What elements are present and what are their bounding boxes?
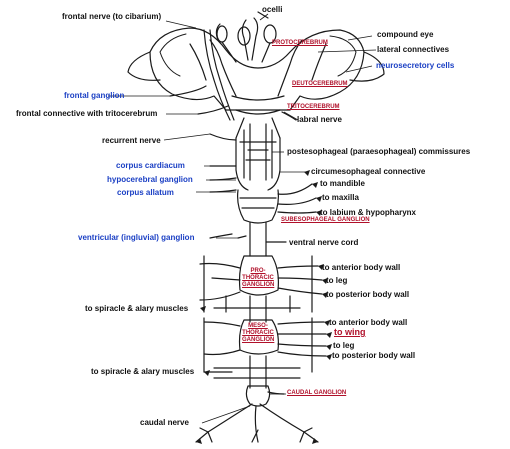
label-mesothoracic-ganglion: MESO- THORACIC GANGLION (242, 323, 274, 344)
label-to-posterior-body-wall-1: to posterior body wall (326, 290, 409, 300)
label-to-leg-2: to leg (333, 341, 354, 351)
ocelli-drawing (216, 12, 276, 62)
label-neurosecretory-cells: neurosecretory cells (376, 61, 454, 71)
label-caudal-nerve: caudal nerve (140, 418, 189, 428)
abdominal-cord-drawing (204, 356, 300, 388)
label-deutocerebrum: DEUTOCEREBRUM (292, 81, 348, 88)
label-to-mandible: to mandible (320, 179, 365, 189)
label-frontal-connective: frontal connective with tritocerebrum (16, 109, 157, 119)
label-frontal-ganglion: frontal ganglion (64, 91, 124, 101)
label-prothoracic-ganglion: PRO- THORACIC GANGLION (242, 268, 274, 289)
label-corpus-allatum: corpus allatum (117, 188, 174, 198)
label-to-maxilla: to maxilla (322, 193, 359, 203)
label-recurrent-nerve: recurrent nerve (102, 136, 161, 146)
label-tritocerebrum: TRITOCEREBRUM (287, 104, 340, 111)
ventral-nerve-cord-drawing (238, 222, 286, 256)
label-hypocerebral-ganglion: hypocerebral ganglion (107, 175, 193, 185)
label-mesothoracic-line-2: THORACIC (242, 330, 274, 337)
label-circumesophageal: circumesophageal connective (311, 167, 425, 177)
label-to-wing: to wing (334, 329, 366, 336)
label-prothoracic-line-1: PRO- (242, 268, 274, 275)
label-ventral-nerve-cord: ventral nerve cord (289, 238, 358, 248)
label-corpus-cardiacum: corpus cardiacum (116, 161, 185, 171)
label-to-spiracle-1: to spiracle & alary muscles (85, 304, 188, 314)
label-to-posterior-body-wall-2: to posterior body wall (332, 351, 415, 361)
label-ventricular-ganglion: ventricular (ingluvial) ganglion (78, 233, 194, 243)
label-ocelli: ocelli (262, 5, 282, 15)
circumesophageal-drawing (236, 124, 280, 190)
caudal-nerve-drawing (196, 404, 318, 442)
label-to-spiracle-2: to spiracle & alary muscles (91, 367, 194, 377)
label-prothoracic-line-3: GANGLION (242, 282, 274, 289)
label-caudal-ganglion: CAUDAL GANGLION (287, 390, 346, 397)
label-prothoracic-line-2: THORACIC (242, 275, 274, 282)
recurrent-nerve-drawing (210, 134, 236, 238)
frontal-nerve-drawing (170, 30, 234, 120)
label-lateral-connectives: lateral connectives (377, 45, 449, 55)
label-mesothoracic-line-1: MESO- (242, 323, 274, 330)
deutocerebrum-drawing (232, 96, 284, 138)
label-to-anterior-body-wall-1: to anterior body wall (322, 263, 400, 273)
label-labral-nerve: labral nerve (297, 115, 342, 125)
label-mesothoracic-line-3: GANGLION (242, 337, 274, 344)
label-postesophageal: postesophageal (paraesophageal) commissu… (287, 147, 470, 157)
label-to-leg-1: to leg (326, 276, 347, 286)
label-frontal-nerve: frontal nerve (to cibarium) (62, 12, 161, 22)
label-subesophageal-ganglion: SUBESOPHAGEAL GANGLION (281, 217, 370, 224)
label-protocerebrum: PROTOCEREBRUM (272, 40, 328, 47)
label-compound-eye: compound eye (377, 30, 433, 40)
labral-nerve-drawing (282, 112, 296, 120)
connective-drawing (214, 296, 300, 322)
caudal-ganglion-drawing (246, 386, 284, 406)
